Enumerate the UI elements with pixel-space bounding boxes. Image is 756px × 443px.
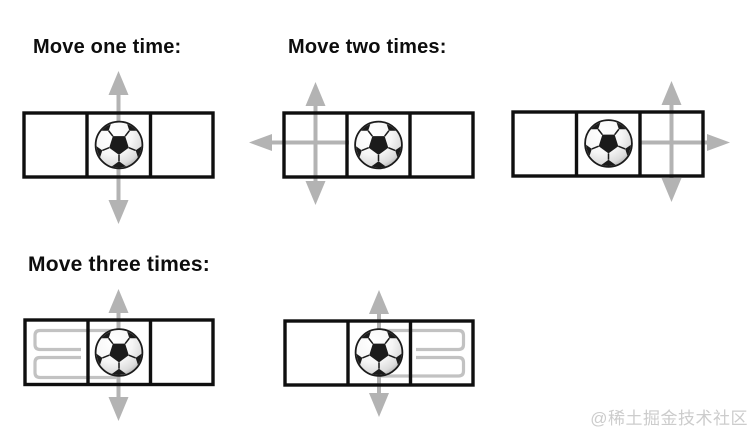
soccer-ball-icon	[576, 114, 642, 175]
grid-box	[23, 318, 215, 387]
diagram-move-three-times-right	[283, 290, 475, 417]
right-arrow-icon	[707, 134, 730, 151]
diagram-move-two-times-left	[249, 82, 475, 205]
up-arrow-icon	[108, 289, 129, 313]
up-arrow-icon	[305, 82, 326, 106]
diagram-move-two-times-right	[511, 81, 730, 202]
diagram-move-three-times-left	[23, 289, 215, 421]
up-arrow-icon	[108, 71, 129, 95]
serpentine-move-path	[33, 355, 117, 380]
grid-box	[22, 111, 215, 179]
up-arrow-icon	[661, 81, 682, 105]
serpentine-move-path	[381, 355, 466, 378]
down-arrow-icon	[661, 178, 682, 202]
down-arrow-icon	[305, 181, 326, 205]
down-arrow-icon	[108, 397, 129, 421]
grid-box	[282, 111, 475, 179]
grid-box	[283, 319, 475, 387]
down-arrow-icon	[108, 200, 129, 224]
serpentine-move-path	[381, 328, 466, 352]
serpentine-move-path	[33, 328, 117, 352]
watermark: @稀土掘金技术社区	[590, 409, 748, 428]
soccer-ball-icon	[86, 115, 152, 176]
section-label-move-two-times: Move two times:	[288, 36, 447, 58]
grid-box	[511, 110, 705, 178]
section-label-move-three-times: Move three times:	[28, 253, 210, 276]
soccer-ball-icon	[346, 115, 412, 176]
left-arrow-icon	[249, 134, 272, 151]
down-arrow-icon	[369, 393, 389, 417]
section-label-move-one-time: Move one time:	[33, 36, 182, 58]
diagram-move-one-time	[22, 71, 215, 224]
up-arrow-icon	[369, 290, 389, 314]
